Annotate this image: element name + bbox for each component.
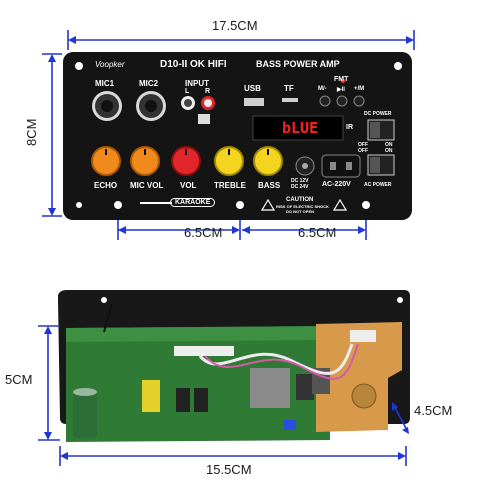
ir-sensor-icon — [198, 114, 210, 124]
play-label: ▶II — [337, 87, 345, 93]
top-width-label: 17.5CM — [212, 18, 258, 33]
dc-power-switch-icon — [367, 119, 395, 141]
ac-on-label: ON — [385, 148, 393, 154]
mount-hole-icon — [397, 297, 403, 303]
mount-hole-icon — [76, 202, 82, 208]
ac-power-label: AC POWER — [364, 182, 392, 188]
knob-label-treble: TREBLE — [214, 181, 246, 190]
ac-socket-icon — [321, 154, 361, 178]
antenna-wire — [103, 303, 113, 333]
warning-icon — [332, 198, 348, 211]
mount-hole-icon — [101, 297, 107, 303]
karaoke-label: KARAOKE — [170, 198, 216, 207]
knob-label-bass: BASS — [258, 181, 281, 190]
warning-icon — [260, 198, 276, 211]
wire-bundle — [198, 343, 354, 375]
caution-text-2: DO NOT OPEN — [286, 209, 315, 214]
input-r-label: R — [205, 88, 211, 95]
model-label: D10-II OK HIFI — [160, 59, 227, 70]
bottom-width-label: 15.5CM — [206, 462, 252, 477]
mic1-jack-icon — [92, 91, 122, 121]
mic-vol-knob-icon — [130, 146, 160, 176]
brand-label: Voopker — [95, 60, 125, 69]
heatsink-icon — [250, 368, 290, 408]
mount-hole-icon — [75, 62, 83, 70]
rca-left-input-icon — [181, 96, 195, 110]
subtitle-label: BASS POWER AMP — [256, 59, 340, 69]
fmt-label: FMT — [334, 76, 349, 83]
rca-right-input-icon — [201, 96, 215, 110]
potentiometer-icon — [351, 383, 377, 409]
usb-port-icon — [244, 98, 264, 106]
connector-icon — [350, 330, 376, 342]
caution-text-1: RISK OF ELECTRIC SHOCK — [276, 204, 329, 209]
mic2-label: MIC2 — [139, 79, 159, 88]
next-button-icon — [353, 95, 365, 107]
echo-knob-icon — [91, 146, 121, 176]
connector-icon — [174, 346, 234, 356]
bottom-height-label: 5CM — [5, 372, 33, 387]
dc-power-label: DC POWER — [364, 111, 392, 117]
tf-label: TF — [284, 84, 294, 93]
tf-slot-icon — [282, 98, 298, 102]
yellow-capacitor-icon — [142, 380, 160, 412]
capacitor-icon — [73, 388, 97, 438]
ac-voltage-label: AC-220V — [322, 181, 351, 188]
capacitor-icon — [176, 388, 190, 412]
dc-off-label: OFF — [358, 142, 368, 148]
play-button-icon — [336, 95, 348, 107]
wire-bundle — [204, 343, 359, 380]
prev-label: M/- — [318, 86, 327, 92]
bass-knob-icon — [253, 146, 283, 176]
control-pcb — [316, 322, 402, 432]
next-label: +/M — [354, 86, 365, 92]
dc-on-label: ON — [385, 142, 393, 148]
input-l-label: L — [185, 88, 190, 95]
knob-label-echo: ECHO — [94, 181, 118, 190]
bottom-depth-label: 4.5CM — [414, 403, 453, 418]
lcd-display — [252, 115, 344, 141]
amplifier-front-panel — [63, 52, 412, 220]
ac-power-switch-icon — [367, 154, 395, 176]
fmt-led-icon — [341, 79, 345, 83]
ac-off-label: OFF — [358, 148, 368, 154]
spacing-left-label: 6.5CM — [184, 225, 223, 240]
knob-label-vol: VOL — [180, 181, 197, 190]
caution-label: CAUTION — [286, 197, 314, 203]
lcd-display-text: bLUE — [282, 119, 319, 137]
prev-button-icon — [319, 95, 331, 107]
capacitor-icon — [296, 374, 314, 400]
mount-hole-icon — [362, 201, 370, 209]
trimmer-icon — [284, 420, 296, 430]
usb-label: USB — [244, 84, 261, 93]
mic1-label: MIC1 — [95, 79, 115, 88]
spacing-right-label: 6.5CM — [298, 225, 337, 240]
dc-power-jack-icon — [295, 156, 315, 176]
ir-label: IR — [346, 124, 353, 131]
mount-hole-icon — [114, 201, 122, 209]
mount-hole-icon — [394, 62, 402, 70]
treble-knob-icon — [214, 146, 244, 176]
dc-voltage-label: DC 12V DC 24V — [291, 178, 309, 190]
knob-label-mic-vol: MIC VOL — [130, 181, 164, 190]
vol-knob-icon — [171, 146, 201, 176]
mount-hole-icon — [236, 201, 244, 209]
capacitor-icon — [194, 388, 208, 412]
mic2-jack-icon — [136, 91, 166, 121]
input-label: INPUT — [185, 79, 209, 88]
